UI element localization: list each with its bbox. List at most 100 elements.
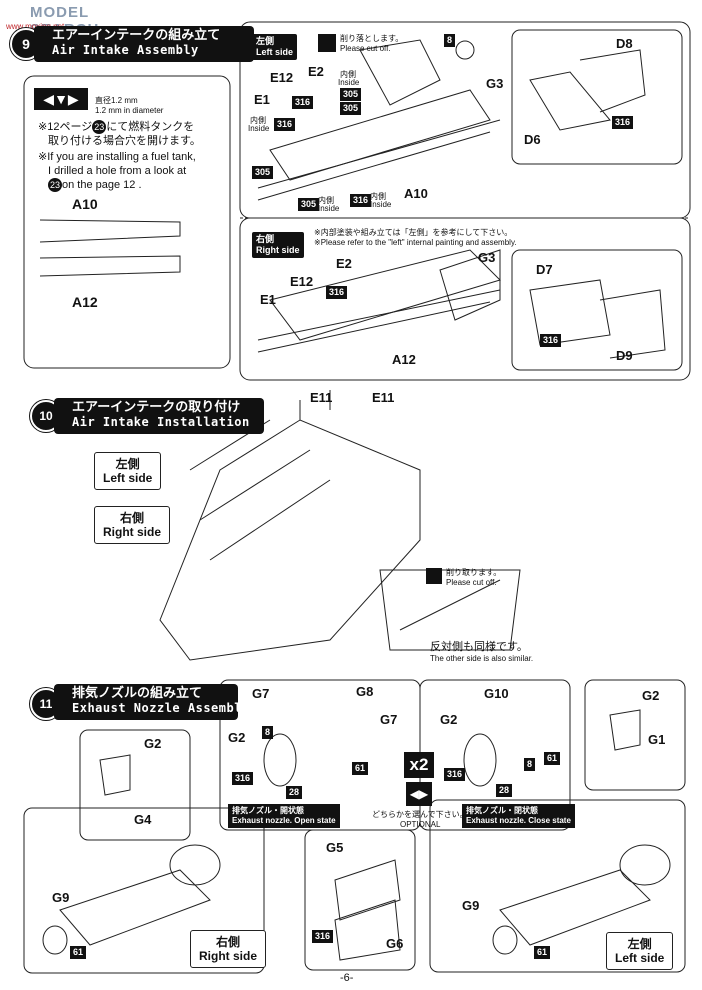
inside-label-en-4: Inside <box>370 200 392 209</box>
step-9-right-note-en: ※Please refer to the "left" internal pai… <box>314 238 517 247</box>
inside-label-en: Inside <box>338 78 360 87</box>
part-g7-a: G7 <box>252 686 270 701</box>
chip-61-left: 61 <box>70 946 87 959</box>
drill-size-en: 1.2 mm in diameter <box>95 106 164 115</box>
step-9-right-note-jp: ※内部塗装や組み立ては「左側」を参考にして下さい。 <box>314 228 513 237</box>
close-state-en: Exhaust nozzle. Close state <box>466 816 571 825</box>
part-d7: D7 <box>536 262 553 277</box>
part-g5: G5 <box>326 840 344 855</box>
chip-close-8: 8 <box>524 758 536 771</box>
step-10-left-en: Left side <box>103 471 153 485</box>
part-a12-drill: A12 <box>72 294 98 310</box>
cut-note-en: Please cut off. <box>340 44 391 53</box>
step-10-cut-jp: 削り取ります。 <box>446 568 502 577</box>
part-d9: D9 <box>616 348 633 363</box>
optional-arrows-icon: ◀▶ <box>406 782 432 806</box>
drill-ref-badge: 23 <box>92 120 107 134</box>
part-g4: G4 <box>134 812 152 827</box>
step-11-title-jp: 排気ノズルの組み立て <box>72 685 203 700</box>
part-g10: G10 <box>484 686 509 701</box>
step-10-title-en: Air Intake Installation <box>72 415 250 429</box>
chip-316-f: 316 <box>540 334 562 347</box>
step-11-left-en: Left side <box>615 951 665 965</box>
chip-316-b: 305 <box>340 102 362 115</box>
chip-61-right: 61 <box>534 946 551 959</box>
chip-close-28: 28 <box>496 784 513 797</box>
drill-note-en-1: ※If you are installing a fuel tank, <box>38 151 196 163</box>
drill-note-jp-1: ※12ページ <box>38 121 93 133</box>
chip-open-8: 8 <box>262 726 274 739</box>
optional-jp: どちらかを選んで下さい。 <box>372 810 468 819</box>
drill-note-en: ※If you are installing a fuel tank, I dr… <box>38 150 228 192</box>
step-9-left-jp: 左側 <box>256 36 275 46</box>
step-11-right-jp: 右側 <box>216 935 241 949</box>
chip-316-center: 316 <box>312 930 334 943</box>
chip-305-c: 305 <box>252 166 274 179</box>
part-d6: D6 <box>524 132 541 147</box>
step-10-left-jp: 左側 <box>115 457 140 471</box>
cut-note-jp: 削り落とします。 <box>340 34 404 43</box>
inside-label-en-3: Inside <box>318 204 340 213</box>
inside-label-jp-4: 内側 <box>370 192 386 201</box>
step-10-right-jp: 右側 <box>120 511 145 525</box>
chip-316-c: 316 <box>350 194 372 207</box>
step-9-title-jp: エアーインテークの組み立て <box>52 27 221 42</box>
open-state-label: 排気ノズル・開状態 Exhaust nozzle. Open state <box>228 804 340 828</box>
step-10-title-jp: エアーインテークの取り付け <box>72 399 241 414</box>
step-11-right-tag: 右側 Right side <box>190 930 267 968</box>
part-g2-close: G2 <box>440 712 458 727</box>
optional-en: OPTIONAL <box>400 820 441 829</box>
open-state-en: Exhaust nozzle. Open state <box>232 816 336 825</box>
step-11-title-en: Exhaust Nozzle Assembly <box>72 701 250 715</box>
part-d8: D8 <box>616 36 633 51</box>
part-g3-left: G3 <box>486 76 504 91</box>
part-e2-left: E2 <box>308 64 324 79</box>
drill-note-jp-3: 取り付ける場合穴を開けます。 <box>48 135 201 147</box>
close-state-label: 排気ノズル・閉状態 Exhaust nozzle. Close state <box>462 804 575 828</box>
cut-icon <box>318 34 336 52</box>
x2-badge: x2 <box>404 752 434 778</box>
chip-316-a: 316 <box>292 96 314 109</box>
inside-label-jp-3: 内側 <box>318 196 334 205</box>
step-9-title-en: Air Intake Assembly <box>52 43 199 57</box>
step-10-other-jp: 反対側も同様です。 <box>430 641 528 653</box>
step-11-left-tag: 左側 Left side <box>606 932 674 970</box>
drill-note-en-2: I drilled a hole from a look at <box>48 165 187 177</box>
part-g6: G6 <box>386 936 404 951</box>
open-state-jp: 排気ノズル・開状態 <box>232 806 304 815</box>
part-e2-right: E2 <box>336 256 352 271</box>
drill-icon: ◀▼▶ <box>34 88 88 110</box>
chip-305-b: 316 <box>274 118 296 131</box>
step-9-right-en: Right side <box>256 245 300 255</box>
inside-label-jp: 内側 <box>340 70 356 79</box>
chip-316-e: 316 <box>326 286 348 299</box>
cut-icon-2 <box>426 568 442 584</box>
part-g2-open: G2 <box>228 730 246 745</box>
step-10-other-en: The other side is also similar. <box>430 654 534 663</box>
part-a10-left: A10 <box>404 186 428 201</box>
chip-305-d: 305 <box>298 198 320 211</box>
part-g8: G8 <box>356 684 374 699</box>
part-g1: G1 <box>648 732 666 747</box>
part-g2-right: G2 <box>642 688 660 703</box>
chip-open-28: 28 <box>286 786 303 799</box>
part-e12-left: E12 <box>270 70 294 85</box>
part-g3-right: G3 <box>478 250 496 265</box>
chip-close-316: 316 <box>444 768 466 781</box>
part-e11-b: E11 <box>372 390 395 405</box>
drill-size-jp: 直径1.2 mm <box>95 96 138 105</box>
chip-316-d: 316 <box>612 116 634 129</box>
part-g2-left: G2 <box>144 736 162 751</box>
part-g9-right: G9 <box>462 898 480 913</box>
chip-close-61: 61 <box>544 752 561 765</box>
part-e1-left: E1 <box>254 92 270 107</box>
chip-open-316: 316 <box>232 772 254 785</box>
step-9-left-en: Left side <box>256 47 294 57</box>
part-g9-left: G9 <box>52 890 70 905</box>
step-9-title: エアーインテークの組み立て Air Intake Assembly <box>34 26 254 62</box>
part-e1-right: E1 <box>260 292 276 307</box>
drill-ref-badge-2: 23 <box>48 178 62 192</box>
step-10-right-en: Right side <box>103 525 162 539</box>
